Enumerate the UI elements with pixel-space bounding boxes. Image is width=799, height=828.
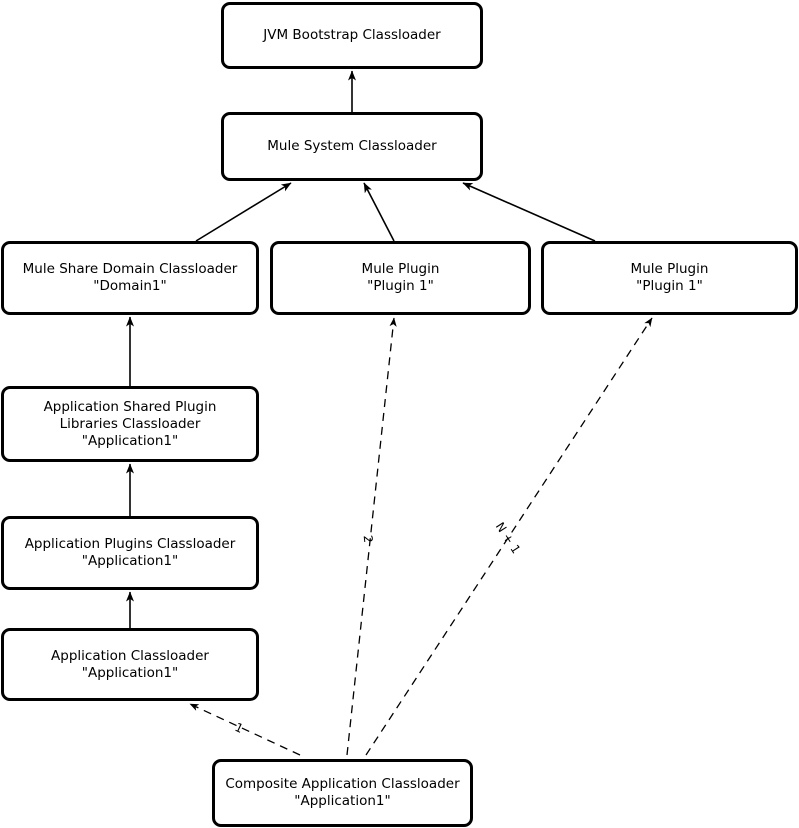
edge-label-edge-composite-to-plugin1: 2 [360,534,376,544]
node-application-plugins-classloader: Application Plugins Classloader "Applica… [1,516,259,590]
node-label: Mule System Classloader [267,138,437,154]
edge-edge-composite-to-plugin1 [346,317,397,756]
node-mule-plugin-2: Mule Plugin "Plugin 1" [541,241,798,315]
node-application-shared-plugin-libraries-classloader: Application Shared Plugin Libraries Clas… [1,386,259,462]
node-application-classloader: Application Classloader "Application1" [1,628,259,701]
node-mule-share-domain-classloader: Mule Share Domain Classloader "Domain1" [1,241,259,315]
node-label: Application Classloader "Application1" [51,647,209,681]
node-label: Mule Plugin "Plugin 1" [630,261,709,294]
node-label: Application Shared Plugin Libraries Clas… [43,398,217,449]
node-label: Composite Application Classloader "Appli… [225,776,460,809]
edge-edge-composite-to-plugin2 [365,317,653,756]
edge-edge-domain-to-system [195,182,292,242]
edge-edge-plugin2-to-system [462,182,596,242]
node-label: Mule Share Domain Classloader "Domain1" [22,261,238,294]
node-mule-plugin-1: Mule Plugin "Plugin 1" [270,241,531,315]
node-label: JVM Bootstrap Classloader [263,27,441,43]
edge-edge-plugin1-to-system [363,182,395,242]
node-mule-system-classloader: Mule System Classloader [221,112,483,181]
node-label: Application Plugins Classloader "Applica… [24,536,236,569]
edge-edge-composite-to-application [189,703,301,756]
node-jvm-bootstrap-classloader: JVM Bootstrap Classloader [221,2,483,69]
node-label: Mule Plugin "Plugin 1" [361,261,440,294]
node-composite-application-classloader: Composite Application Classloader "Appli… [212,759,473,827]
